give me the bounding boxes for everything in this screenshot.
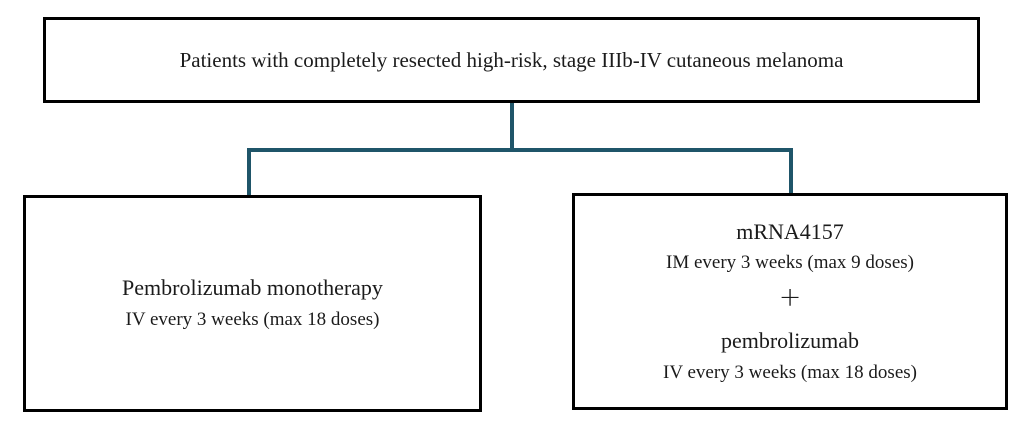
plus-sign: + (778, 282, 802, 313)
combination-drug2-title: pembrolizumab (720, 328, 860, 353)
connector-horizontal (247, 148, 793, 152)
connector-stub-vertical (510, 101, 514, 150)
root-population-box: Patients with completely resected high-r… (43, 17, 980, 103)
connector-right-drop (789, 150, 793, 193)
combination-drug1-title: mRNA4157 (736, 218, 844, 244)
arm-pembrolizumab-monotherapy-box: Pembrolizumab monotherapy IV every 3 wee… (23, 195, 482, 412)
arm-pembrolizumab-title: Pembrolizumab monotherapy (122, 275, 383, 301)
arm-combination-box: mRNA4157 IM every 3 weeks (max 9 doses) … (572, 193, 1008, 410)
arm-pembrolizumab-schedule: IV every 3 weeks (max 18 doses) (125, 308, 380, 330)
root-population-label: Patients with completely resected high-r… (179, 47, 844, 72)
connector-left-drop (247, 150, 251, 195)
combination-drug1-schedule: IM every 3 weeks (max 9 doses) (666, 252, 914, 274)
combination-drug2-schedule: IV every 3 weeks (max 18 doses) (663, 361, 917, 383)
